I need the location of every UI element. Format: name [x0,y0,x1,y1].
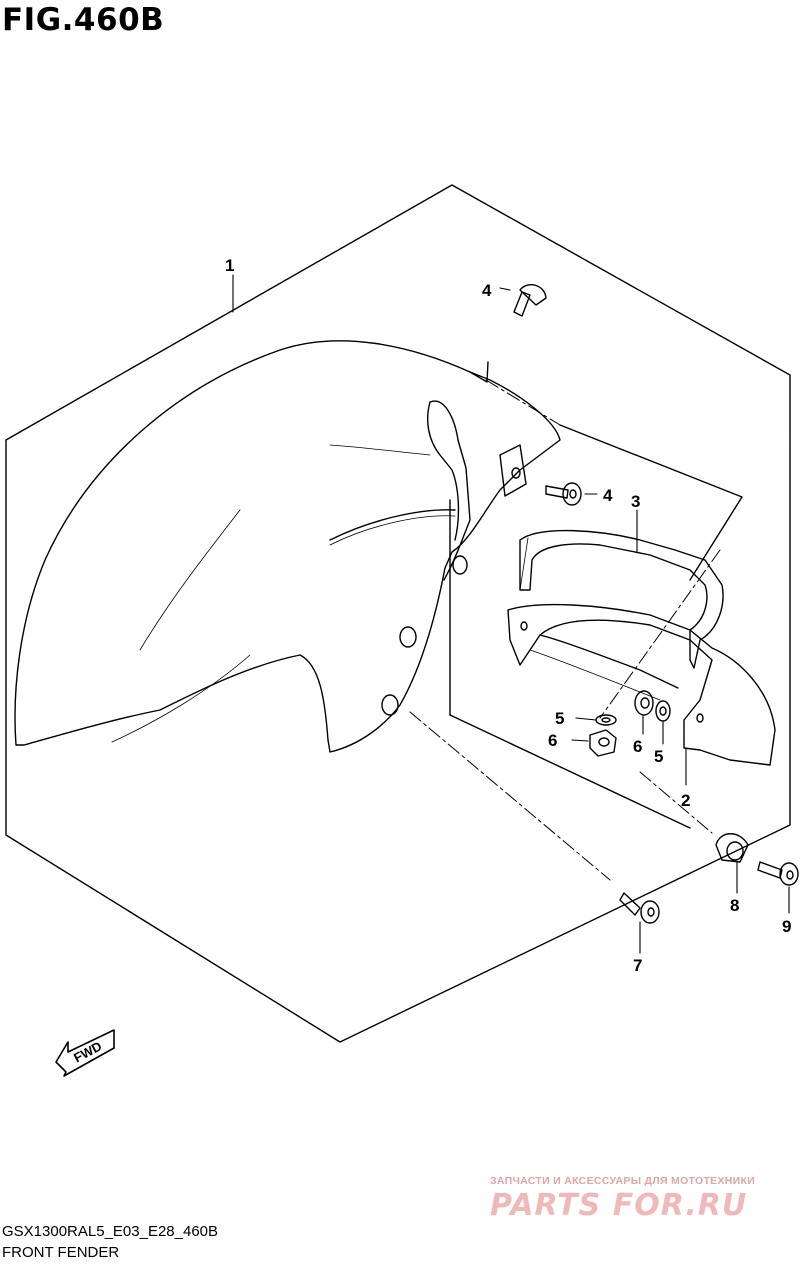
assembly-frame [5,184,791,1043]
model-code: GSX1300RAL5_E03_E28_460B [2,1223,219,1240]
callout-5-left: 5 [555,709,564,728]
fwd-arrow-icon [55,1029,115,1077]
washer-5-right[interactable] [655,700,671,722]
assembly-leader-lines [409,379,721,881]
washer-5-left[interactable] [595,714,617,726]
fender-brace[interactable] [519,529,724,669]
inner-fender[interactable] [507,603,776,766]
callout-4-top: 4 [482,281,492,300]
screw-9[interactable] [757,861,799,886]
nut-6-right[interactable] [634,690,654,716]
grommet-8[interactable] [715,833,749,863]
screw-4-side[interactable] [545,482,582,506]
section-name: FRONT FENDER [2,1244,120,1261]
callout-4-side: 4 [603,486,613,505]
watermark-logo: PARTS FOR.RU [490,1188,748,1223]
callout-3: 3 [631,492,640,511]
callout-leaders [232,274,790,954]
watermark-tagline: ЗАПЧАСТИ И АКСЕССУАРЫ ДЛЯ МОТОТЕХНИКИ [490,1175,756,1187]
callout-5-right: 5 [654,747,663,766]
callout-9: 9 [782,917,791,936]
callout-6-left: 6 [548,731,557,750]
front-fender[interactable] [14,340,561,753]
callout-7: 7 [633,956,642,975]
nut-6-left[interactable] [589,729,617,757]
screw-4-top[interactable] [513,284,547,317]
screw-7[interactable] [619,892,660,924]
fwd-label: FWD [71,1038,104,1065]
callout-6-right: 6 [633,737,642,756]
callout-8: 8 [730,896,739,915]
callout-2: 2 [681,791,690,810]
figure-title: FIG.460B [2,2,165,38]
bracket-frame [449,424,743,829]
callout-1: 1 [225,256,234,275]
